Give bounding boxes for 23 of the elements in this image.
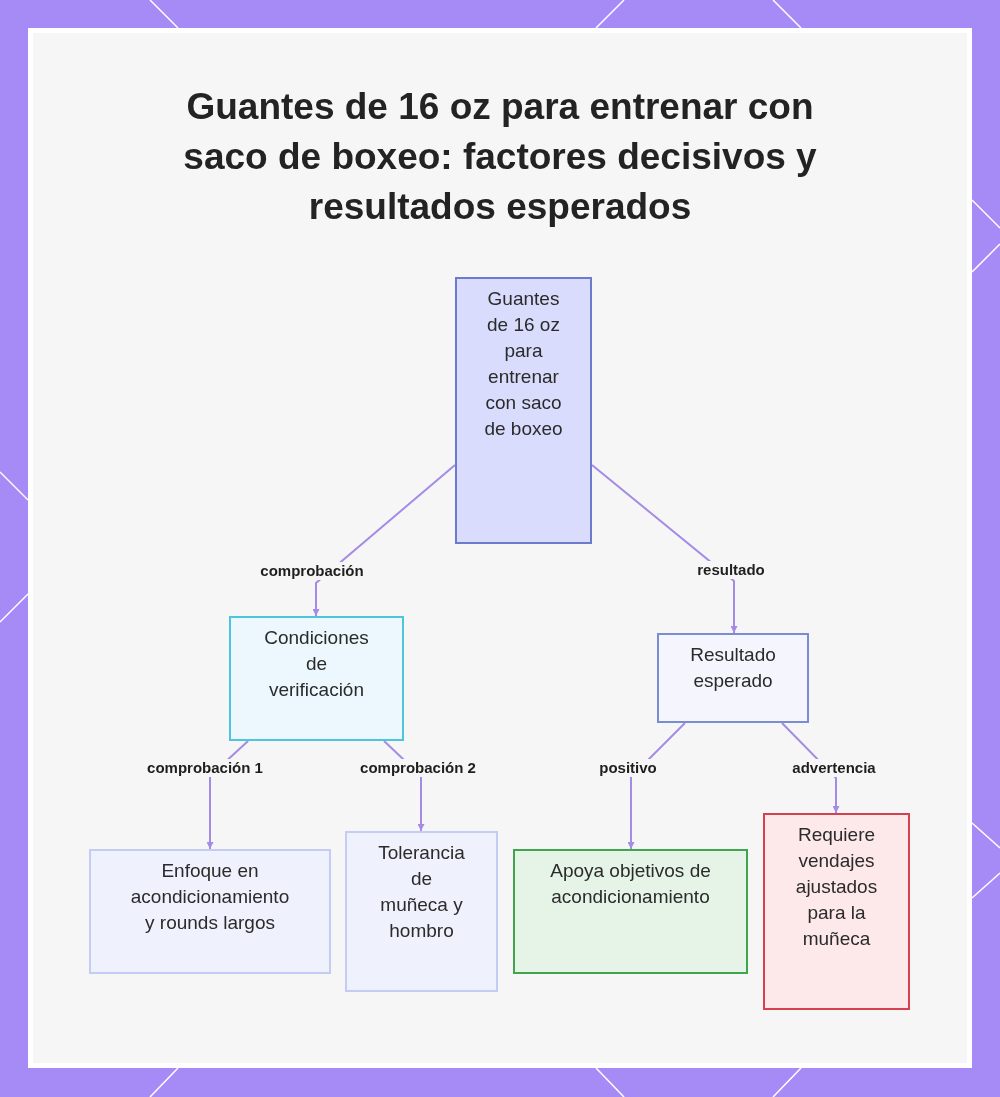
box-label: Resultado esperado	[689, 643, 777, 693]
connector-arrow	[591, 463, 738, 634]
edge-label: advertencia	[790, 759, 878, 777]
box-label: Guantes de 16 oz para entrenar con saco de boxeo	[483, 287, 564, 441]
category-box	[229, 616, 404, 741]
connector-arrow	[312, 463, 456, 617]
detail-box	[89, 849, 331, 974]
box-label: Apoya objetivos de acondicionamiento	[549, 859, 712, 909]
category-box	[657, 633, 809, 723]
warning-box	[763, 813, 910, 1010]
topic-box	[455, 277, 592, 544]
box-label: Requiere vendajes ajustados para la muñeca	[794, 823, 879, 951]
edge-label: comprobación 2	[358, 759, 478, 777]
outcome-box	[513, 849, 748, 974]
edge-label: resultado	[695, 561, 767, 579]
box-label: Condiciones de verificación	[263, 626, 370, 702]
edge-label: comprobación 1	[145, 759, 265, 777]
detail-box	[345, 831, 498, 992]
diagram-title: Guantes de 16 oz para entrenar con saco de boxeo: factores decisivos y resultados esperados	[182, 85, 818, 229]
box-label: Enfoque en acondicionamiento y rounds largos	[129, 859, 291, 935]
box-label: Tolerancia de muñeca y hombro	[377, 841, 466, 943]
edge-label: positivo	[597, 759, 659, 777]
edge-label: comprobación	[258, 562, 366, 580]
